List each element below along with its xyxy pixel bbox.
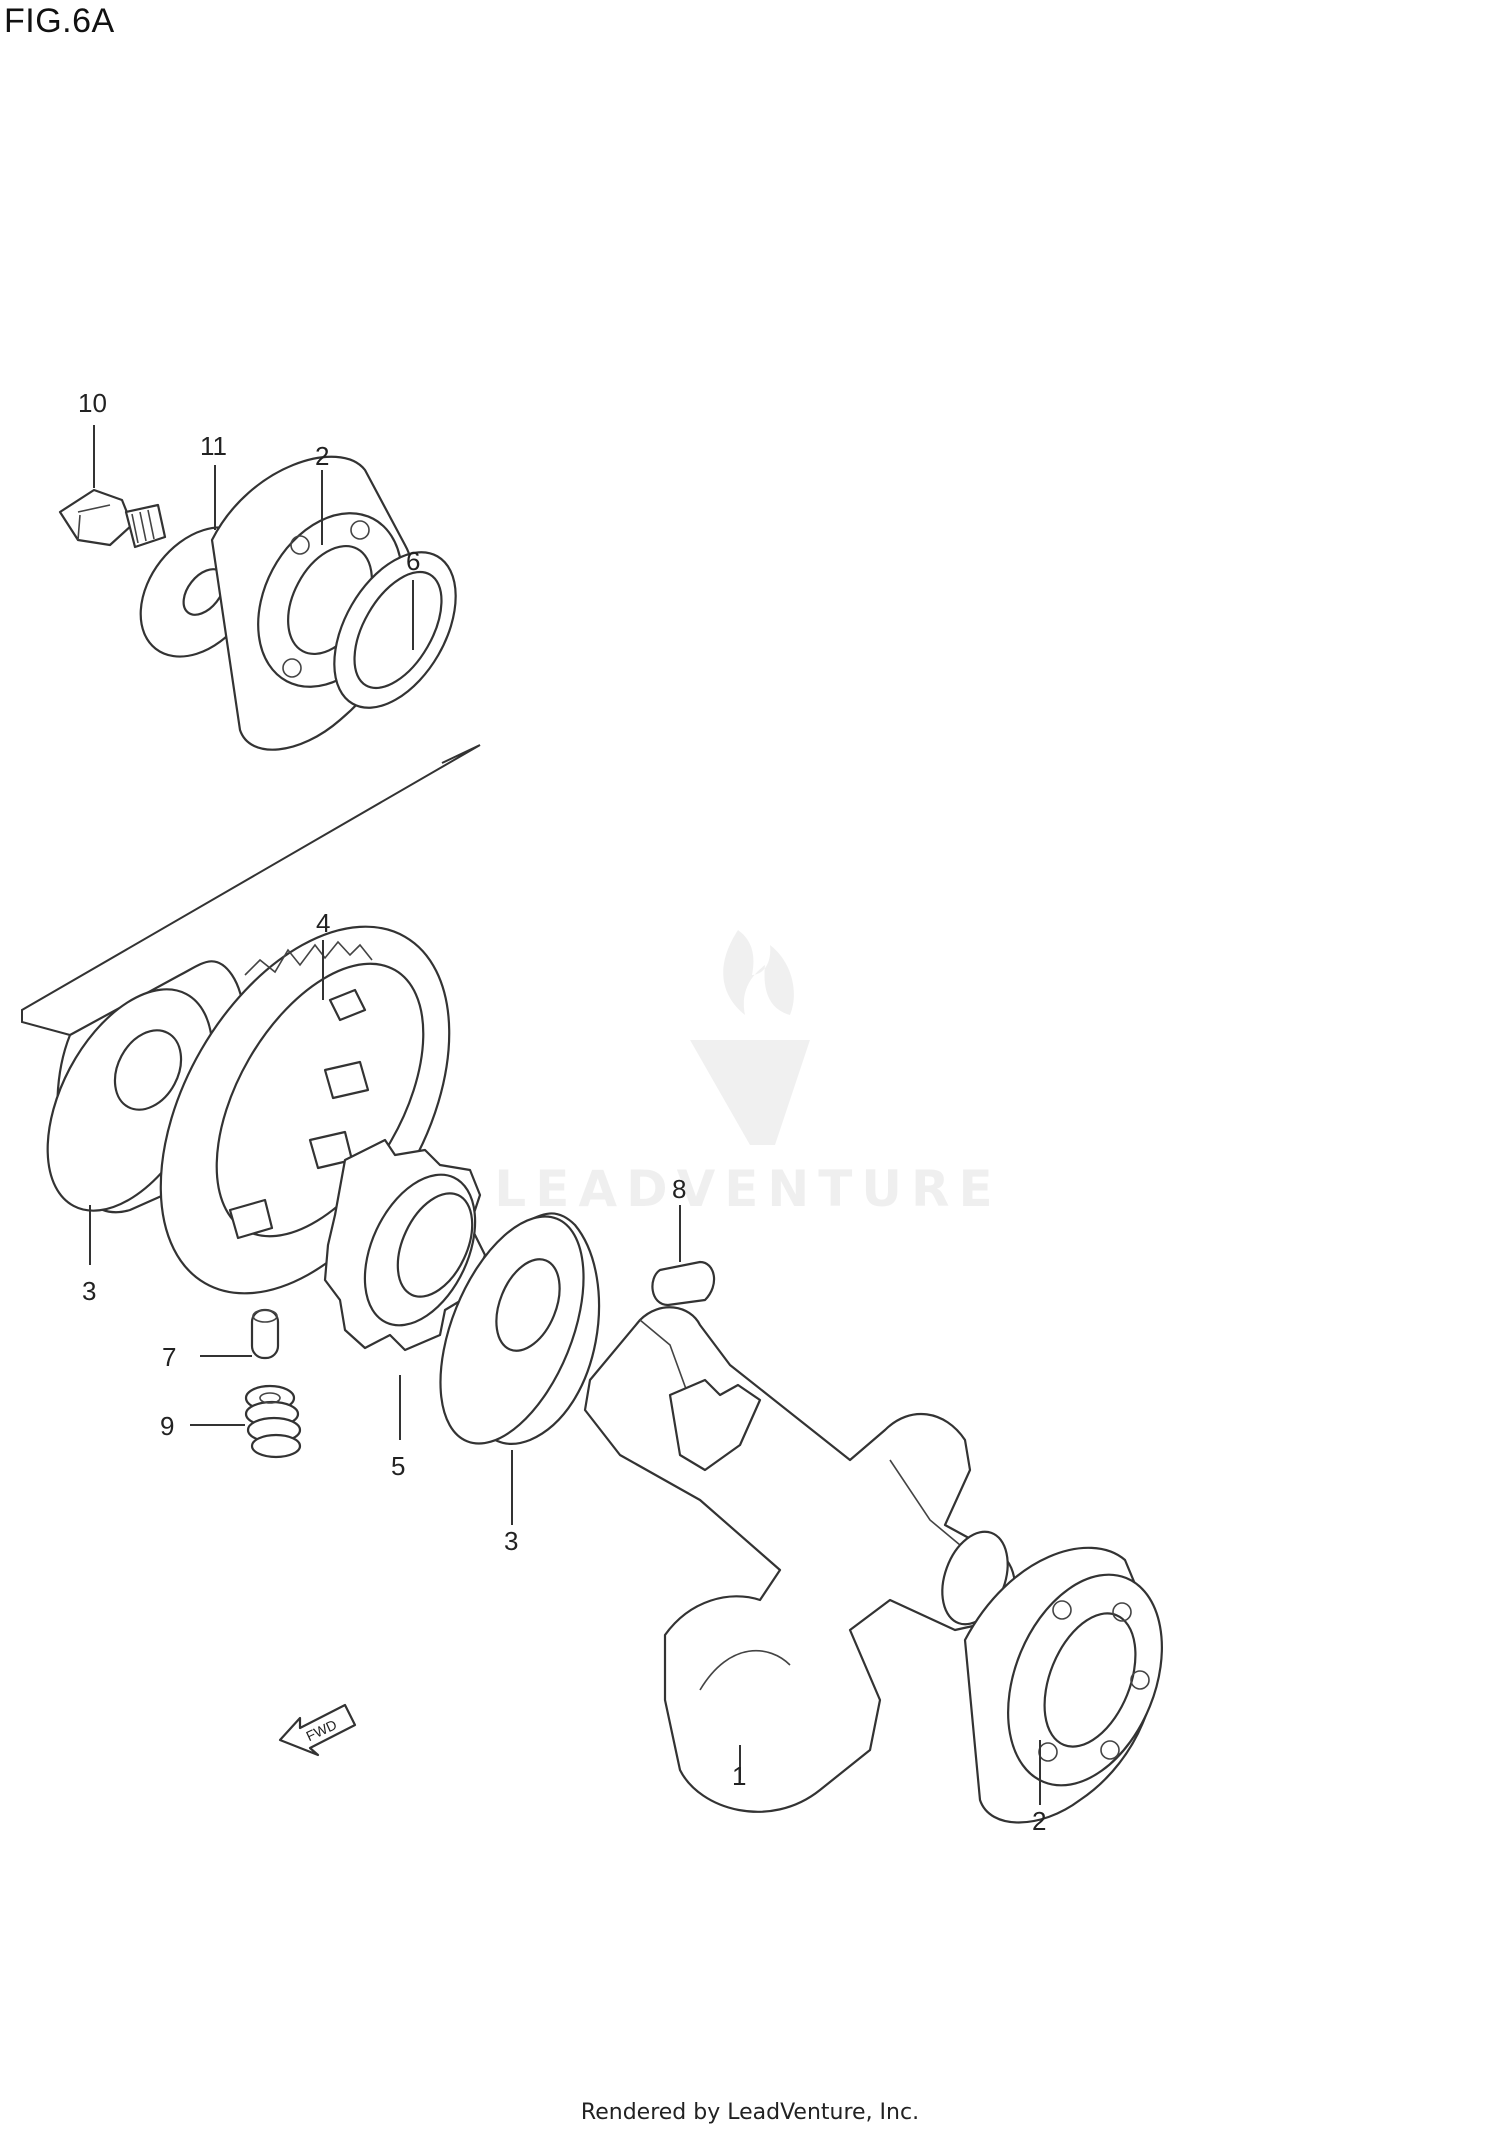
callout-4: 4 (316, 908, 330, 938)
callout-3-right: 3 (504, 1526, 518, 1556)
part-6-seal[interactable] (309, 531, 481, 728)
part-2-bearing-lower[interactable] (963, 1546, 1191, 1824)
part-8-key[interactable] (651, 1260, 716, 1307)
callout-6: 6 (406, 546, 420, 576)
fwd-arrow-icon: FWD (278, 1703, 357, 1757)
callout-2-lower: 2 (1032, 1806, 1046, 1836)
callout-1: 1 (732, 1761, 746, 1791)
part-5-drive-hub[interactable] (323, 1138, 497, 1352)
part-3-thrust-washer-right[interactable] (411, 1196, 612, 1463)
assembly-guide-lines (21, 744, 481, 1036)
part-7-pin[interactable] (250, 1308, 280, 1360)
part-1-crankshaft[interactable] (583, 1306, 1020, 1813)
callout-10: 10 (78, 388, 107, 418)
callout-labels: 10 11 2 6 4 3 7 8 9 5 3 1 2 (78, 388, 1046, 1836)
callout-7: 7 (162, 1342, 176, 1372)
callout-11: 11 (200, 431, 227, 461)
callout-8: 8 (672, 1174, 686, 1204)
callout-3-left: 3 (82, 1276, 96, 1306)
callout-9: 9 (160, 1411, 174, 1441)
part-10-bolt[interactable] (58, 488, 167, 549)
callout-2-upper: 2 (315, 441, 329, 471)
footer-credit: Rendered by LeadVenture, Inc. (580, 2100, 920, 2125)
part-9-spring[interactable] (244, 1384, 302, 1459)
callout-5: 5 (391, 1451, 405, 1481)
leader-lines (89, 425, 1041, 1805)
watermark-text: LEADVENTURE (494, 1160, 1002, 1218)
figure-title: FIG.6A (4, 2, 115, 40)
